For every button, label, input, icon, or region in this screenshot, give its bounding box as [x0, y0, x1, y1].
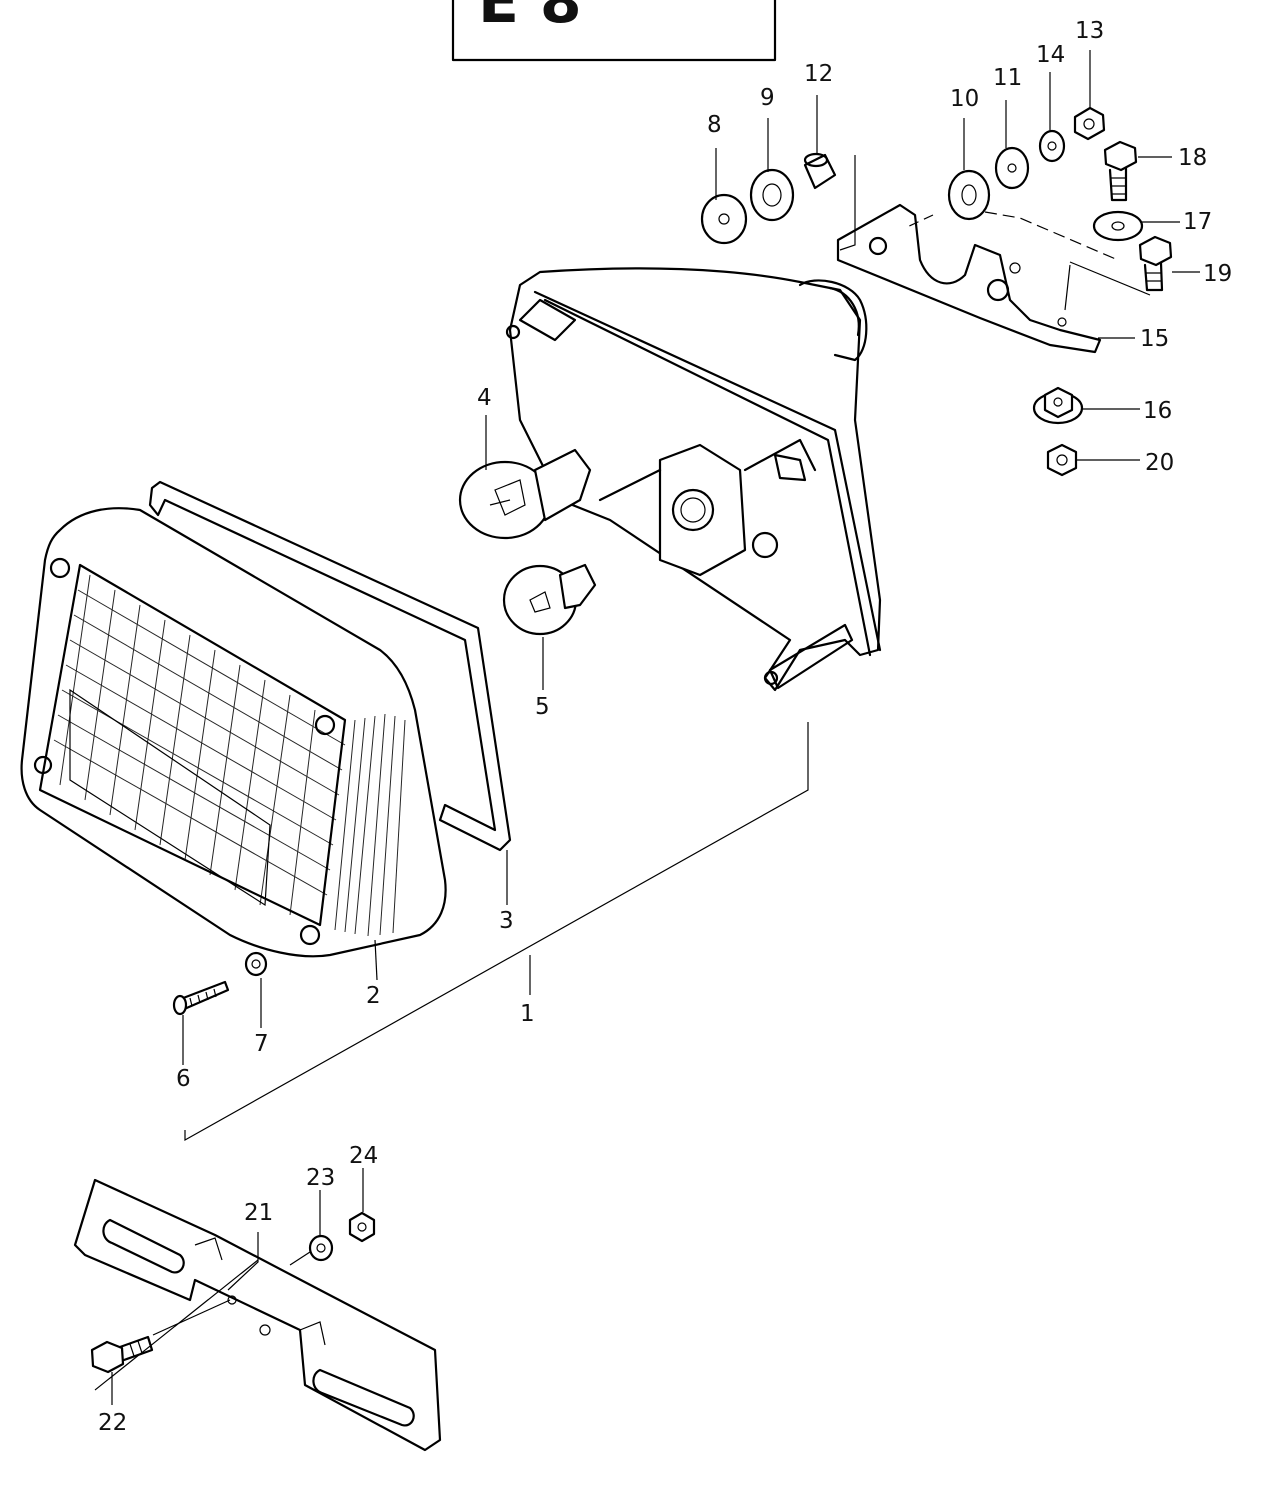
washer-part-9	[749, 168, 795, 222]
leader-lines	[94, 50, 1200, 1405]
callout-23: 23	[306, 1165, 335, 1191]
washer-part-7	[244, 951, 268, 977]
callout-21: 21	[244, 1200, 273, 1226]
callout-19: 19	[1203, 261, 1232, 287]
gasket-part	[148, 480, 512, 852]
lens-part	[20, 507, 447, 958]
callout-4: 4	[477, 385, 492, 411]
callout-1: 1	[520, 1001, 535, 1027]
callout-3: 3	[499, 908, 514, 934]
lockwasher-part-14	[1038, 129, 1066, 163]
callout-13: 13	[1075, 18, 1104, 44]
figure-number-box: E 8	[451, 0, 777, 62]
washer-part-11	[994, 146, 1030, 190]
callout-7: 7	[254, 1031, 269, 1057]
nut-part-13	[1073, 106, 1106, 141]
spacer-part-12	[803, 152, 837, 190]
nut-part-24	[348, 1211, 376, 1243]
bolt-part-18	[1103, 140, 1138, 202]
callout-9: 9	[760, 85, 775, 111]
flange-nut-part-16	[1032, 386, 1084, 425]
callout-17: 17	[1183, 209, 1212, 235]
callout-6: 6	[176, 1066, 191, 1092]
washer-part-10	[947, 169, 991, 221]
callout-22: 22	[98, 1410, 127, 1436]
callout-16: 16	[1143, 398, 1172, 424]
bulb-large-part	[458, 448, 592, 540]
bolt-part-19	[1138, 235, 1173, 292]
washer-part-17	[1092, 210, 1144, 242]
bolt-part-22	[90, 1335, 154, 1374]
license-bracket-part-21	[73, 1178, 442, 1452]
nut-part-20	[1046, 443, 1078, 477]
callout-12: 12	[804, 61, 833, 87]
housing-part	[505, 267, 882, 692]
bracket-part-15	[836, 203, 1102, 354]
callout-10: 10	[950, 86, 979, 112]
callout-labels: 1 2 3 4 5 6 7 8 9 10 11 12 13 14 15 16 1…	[98, 18, 1232, 1436]
figure-number-text: E 8	[478, 0, 582, 37]
bulb-small-part	[502, 563, 597, 636]
callout-18: 18	[1178, 145, 1207, 171]
callout-15: 15	[1140, 326, 1169, 352]
washer-part-23	[308, 1234, 334, 1262]
callout-20: 20	[1145, 450, 1174, 476]
washer-part-8	[700, 193, 748, 245]
callout-24: 24	[349, 1143, 378, 1169]
callout-2: 2	[366, 983, 381, 1009]
callout-11: 11	[993, 65, 1022, 91]
screw-part	[172, 980, 230, 1016]
callout-5: 5	[535, 694, 550, 720]
callout-14: 14	[1036, 42, 1065, 68]
callout-8: 8	[707, 112, 722, 138]
